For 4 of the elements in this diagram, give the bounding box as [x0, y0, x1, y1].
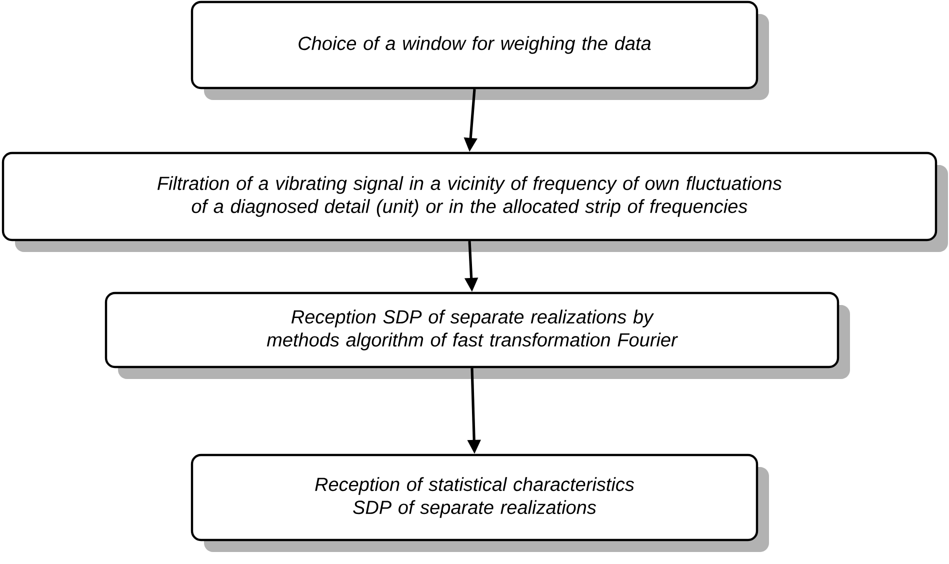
- process-box: Reception SDP of separate realizations by methods algorithm of fast transformation Fourier: [104, 292, 850, 379]
- process-box: Filtration of a vibrating signal in a vicinity of frequency of own fluctuations of a diagnosed detail (unit) or in the allocated strip of frequencies: [2, 152, 948, 252]
- process-box: Choice of a window for weighing the data: [190, 0, 769, 100]
- process-box: Reception of statistical characteristics SDP of separate realizations: [190, 454, 769, 552]
